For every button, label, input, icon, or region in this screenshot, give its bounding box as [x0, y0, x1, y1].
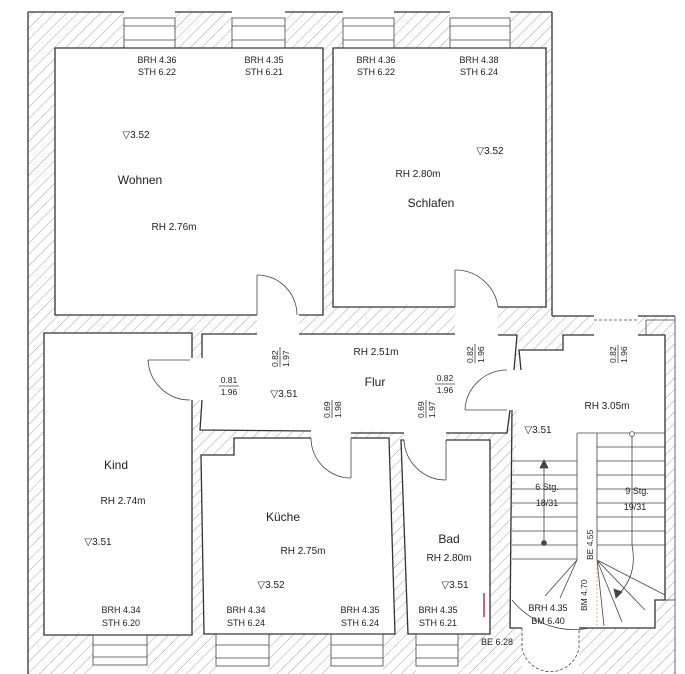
room-height-flur: RH 2.51m [353, 347, 398, 358]
door-treppe-height: 1.96 [619, 346, 629, 363]
room-name-kind: Kind [104, 458, 128, 472]
window-kind-brh: BRH 4.34 [101, 605, 140, 615]
stair-up-ratio: 18/31 [536, 498, 559, 508]
window-bad-brh: BRH 4.35 [418, 605, 457, 615]
window-3-brh: BRH 4.36 [356, 55, 395, 65]
room-height-schlafen: RH 2.80m [395, 169, 440, 180]
kueche-outline [200, 437, 396, 635]
floor-level-flur: ▽3.51 [270, 389, 298, 400]
wohnen-outline [54, 47, 324, 316]
door-kueche-width: 0.69 [322, 401, 332, 418]
room-height-treppe: RH 3.05m [584, 401, 629, 412]
window-treppe-bm: BM 6.40 [531, 616, 565, 626]
room-name-kueche: Küche [266, 510, 300, 524]
stair-down-ratio: 19/31 [624, 502, 647, 512]
floor-level-kind: ▽3.51 [84, 537, 112, 548]
door-dimensions: 0.82 1.97 0.82 1.96 0.81 1.96 0.82 1.96 … [219, 344, 629, 418]
window-kueche-2-brh: BRH 4.35 [340, 605, 379, 615]
window-2-sth: STH 6.21 [245, 67, 283, 77]
room-height-wohnen: RH 2.76m [151, 222, 196, 233]
window-bad-sth: STH 6.21 [419, 618, 457, 628]
stair-up-steps: 6 Stg. [535, 482, 559, 492]
door-bad-height: 1.97 [427, 401, 437, 418]
room-height-kind: RH 2.74m [100, 496, 145, 507]
window-3-sth: STH 6.22 [357, 67, 395, 77]
kind-outline [43, 332, 193, 636]
windows [92, 17, 580, 673]
door-kueche-height: 1.98 [333, 401, 343, 418]
door-flur-right-height: 1.96 [437, 385, 454, 395]
room-outlines [43, 47, 666, 636]
door-bad-width: 0.69 [416, 401, 426, 418]
floor-level-kueche: ▽3.52 [257, 580, 285, 591]
stair-be-455: BE 4.55 [585, 529, 595, 560]
floor-level-schlafen: ▽3.52 [476, 146, 504, 157]
room-height-kueche: RH 2.75m [280, 546, 325, 557]
right-edge [645, 316, 676, 674]
schlafen-outline [332, 47, 547, 308]
room-name-bad: Bad [438, 532, 459, 546]
window-kueche-1-sth: STH 6.24 [227, 618, 265, 628]
door-wohnen-height: 1.97 [281, 350, 291, 367]
window-1-sth: STH 6.22 [138, 67, 176, 77]
room-name-flur: Flur [365, 375, 386, 389]
door-kind-width: 0.81 [221, 375, 238, 385]
window-4-brh: BRH 4.38 [459, 55, 498, 65]
room-name-schlafen: Schlafen [408, 196, 455, 210]
window-treppe-brh: BRH 4.35 [528, 603, 567, 613]
room-height-bad: RH 2.80m [426, 553, 471, 564]
door-treppe-width: 0.82 [608, 346, 618, 363]
room-name-wohnen: Wohnen [118, 173, 162, 187]
treppe-outline [518, 334, 594, 371]
door-flur-right-width: 0.82 [437, 373, 454, 383]
window-kueche-1-brh: BRH 4.34 [226, 605, 265, 615]
window-1-brh: BRH 4.36 [137, 55, 176, 65]
doors [147, 269, 638, 481]
door-wohnen-width: 0.82 [270, 350, 280, 367]
door-kind-height: 1.96 [221, 387, 238, 397]
window-2-brh: BRH 4.35 [244, 55, 283, 65]
floor-level-wohnen: ▽3.52 [122, 130, 150, 141]
stair-down-steps: 9 Stg. [625, 486, 649, 496]
floor-level-treppe: ▽3.51 [524, 425, 552, 436]
stair-bm-470: BM 4.70 [579, 579, 589, 611]
outer-walls [27, 11, 675, 674]
floor-level-bad: ▽3.51 [441, 580, 469, 591]
staircase [511, 431, 666, 630]
window-kind-sth: STH 6.20 [102, 618, 140, 628]
window-4-sth: STH 6.24 [460, 67, 498, 77]
door-schlafen-width: 0.82 [465, 346, 475, 363]
stair-be-628: BE 6.28 [481, 637, 513, 647]
door-schlafen-height: 1.96 [476, 346, 486, 363]
window-kueche-2-sth: STH 6.24 [341, 618, 379, 628]
